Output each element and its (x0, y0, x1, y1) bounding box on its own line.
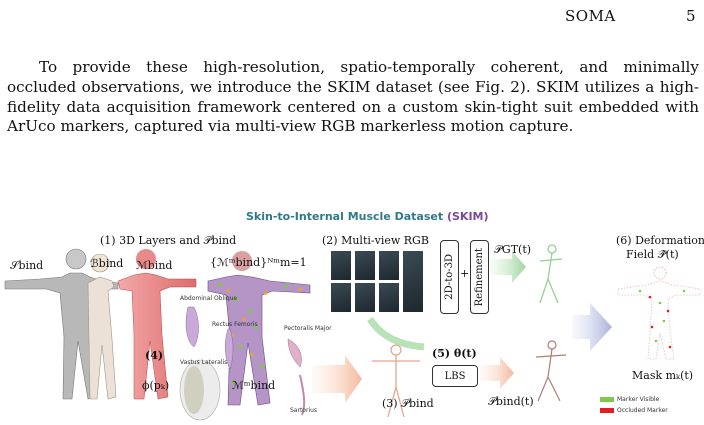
m-bind-m-label: ℳᵐbind (232, 379, 276, 392)
legend-occluded-label: Occluded Marker (617, 407, 668, 414)
box-lbs: LBS (432, 365, 478, 387)
bone-figure (87, 253, 117, 400)
abdominal-oblique-shape (185, 306, 199, 348)
figure-graphics (4, 244, 701, 421)
p-gt-label: 𝒫GT(t) (494, 243, 532, 256)
section-2-label: (2) Multi-view RGB (322, 234, 429, 247)
bind-pose-figure (372, 344, 420, 418)
section-4-label: (4) (145, 349, 164, 362)
running-title: SOMA (565, 7, 616, 25)
m-bind-label: ℳbind (136, 259, 173, 272)
legend-visible-swatch (600, 397, 614, 402)
flow-arrow-1 (312, 355, 362, 403)
flow-arrow-2 (572, 303, 612, 351)
m-set-label: {ℳᵐbind}ᴺᵐm=1 (210, 256, 307, 269)
plus-sign: + (460, 267, 470, 280)
sartorius-shape (299, 374, 306, 416)
pectoralis-label: Pectoralis Major (284, 325, 332, 332)
pectoralis-shape (287, 338, 302, 368)
camera-view-7 (402, 250, 424, 313)
rectus-label: Rectus Femoris (212, 321, 258, 328)
camera-view-4 (330, 282, 352, 313)
camera-view-2 (354, 250, 376, 281)
section-1-label: (1) 3D Layers and 𝒫bind (100, 234, 237, 247)
legend-occluded-swatch (600, 408, 614, 413)
s-bind-label: 𝒮bind (10, 259, 44, 272)
muscle-figure (117, 249, 197, 400)
section-3-label: (3) 𝒫bind (382, 397, 434, 410)
box-refinement: Refinement (470, 240, 489, 314)
sartorius-label: Sartorius (290, 407, 318, 414)
rectus-femoris-shape (225, 328, 234, 370)
abdominal-label: Abdominal Oblique (180, 295, 238, 302)
camera-view-3 (378, 250, 400, 281)
page-header: SOMA 5 (0, 7, 704, 27)
mask-label: Mask mₖ(t) (632, 369, 694, 382)
legend-visible-label: Marker Visible (617, 396, 660, 403)
camera-view-1 (330, 250, 352, 281)
posed-figure (535, 340, 567, 402)
vastus-label: Vastus Lateralis (180, 359, 228, 366)
deformation-figure (617, 266, 701, 360)
gt-pose-figure (539, 244, 563, 304)
camera-view-6 (378, 282, 400, 313)
b-bind-label: ℬbind (90, 257, 124, 270)
section-5-label: (5) θ(t) (432, 347, 477, 360)
figure-2: Skin-to-Internal Muscle Dataset (SKIM) (0, 207, 704, 425)
flow-arrow-gt (490, 251, 526, 283)
page-number: 5 (686, 7, 696, 25)
section-6-label-2: Field 𝒫̂(t) (626, 248, 679, 261)
body-paragraph: To provide these high-resolution, spatio… (7, 58, 699, 136)
phi-label: ϕ(pₖ) (142, 379, 170, 392)
figure-title: Skin-to-Internal Muscle Dataset (SKIM) (246, 210, 489, 223)
green-curve-arrow (367, 317, 425, 351)
section-6-label-1: (6) Deformation (616, 234, 704, 247)
box-2d-to-3d: 2D-to-3D (440, 240, 459, 314)
flow-arrow-lbs (480, 357, 514, 389)
camera-view-5 (354, 282, 376, 313)
p-bind-t-label: 𝒫bind(t) (488, 395, 534, 408)
